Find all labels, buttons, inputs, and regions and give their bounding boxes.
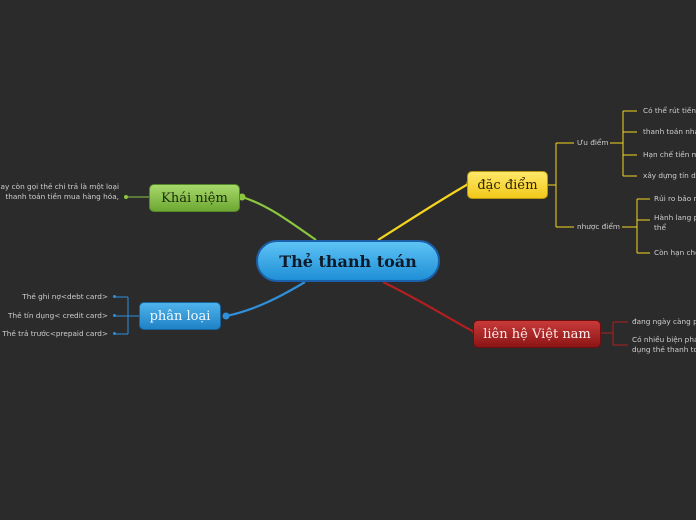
nhuoc-diem-item[interactable]: Còn hạn chế [654, 248, 696, 257]
nhuoc-diem-item-line: thể [654, 223, 666, 232]
uu-diem-item[interactable]: xây dựng tín dụ [643, 171, 696, 180]
lien-he-item-line: dụng thẻ thanh to [632, 345, 696, 354]
topic-dac-diem[interactable]: đặc điểm [467, 171, 548, 199]
khai-niem-description-line: thanh toán tiền mua hàng hóa, [5, 192, 119, 201]
central-topic[interactable]: Thẻ thanh toán [256, 240, 440, 282]
lien-he-item[interactable]: đang ngày càng ph [632, 317, 696, 326]
uu-diem-item[interactable]: Hạn chế tiền m [643, 150, 696, 159]
topic-dac-diem-label: đặc điểm [477, 177, 538, 193]
nhuoc-diem-item[interactable]: Hành lang p thể [654, 213, 696, 233]
phan-loai-item[interactable]: Thẻ trả trước<prepaid card> [2, 329, 108, 338]
connector-phan-loai [225, 281, 306, 318]
lien-he-item[interactable]: Có nhiều biện phá dụng thẻ thanh to [632, 335, 696, 355]
phan-loai-item[interactable]: Thẻ tín dụng< credit card> [8, 311, 108, 320]
dac-diem-tree [548, 110, 650, 254]
khai-niem-description[interactable]: hay còn gọi thẻ chi trả là một loại than… [0, 182, 119, 202]
topic-lien-he-label: liên hệ Việt nam [483, 326, 591, 342]
phan-loai-endpoint [222, 312, 230, 320]
central-topic-label: Thẻ thanh toán [279, 251, 417, 271]
connector-dac-diem [377, 182, 471, 241]
phan-loai-leaf-marker [113, 295, 116, 298]
lien-he-tree [601, 321, 628, 346]
uu-diem-item[interactable]: thanh toán nha [643, 127, 696, 136]
nhuoc-diem-item[interactable]: Rủi ro bảo m [654, 194, 696, 203]
topic-phan-loai-label: phân loại [149, 308, 211, 324]
nhuoc-diem-item-line: Hành lang p [654, 213, 696, 222]
topic-khai-niem[interactable]: Khái niệm [149, 184, 240, 212]
phan-loai-tree [114, 296, 139, 335]
topic-lien-he[interactable]: liên hệ Việt nam [473, 320, 601, 348]
phan-loai-leaf-marker [113, 332, 116, 335]
subtopic-nhuoc-diem[interactable]: nhược điểm [577, 222, 620, 231]
topic-khai-niem-label: Khái niệm [161, 190, 228, 206]
connector-khai-niem [241, 195, 317, 241]
khai-niem-endpoint [238, 193, 246, 201]
connector-lien-he [382, 281, 477, 334]
uu-diem-item[interactable]: Có thể rút tiền [643, 106, 696, 115]
phan-loai-leaf-marker [113, 314, 116, 317]
topic-phan-loai[interactable]: phân loại [139, 302, 221, 330]
subtopic-uu-diem[interactable]: Ưu điểm [577, 138, 609, 147]
khai-niem-description-line: hay còn gọi thẻ chi trả là một loại [0, 182, 119, 191]
phan-loai-item[interactable]: Thẻ ghi nợ<debt card> [22, 292, 108, 301]
lien-he-item-line: Có nhiều biện phá [632, 335, 696, 344]
khai-niem-leaf-marker [124, 195, 128, 199]
